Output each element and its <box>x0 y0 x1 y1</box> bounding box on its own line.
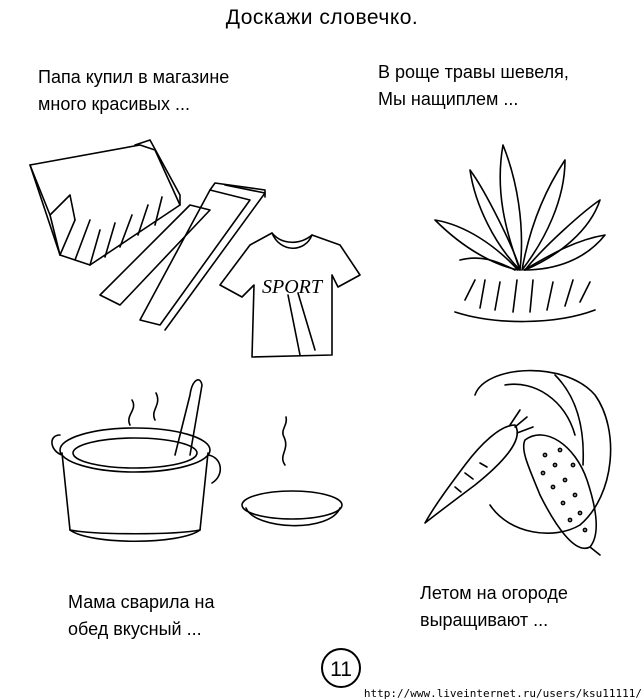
carrot-icon <box>424 409 534 524</box>
verse-line: Папа купил в магазине <box>38 67 230 87</box>
trousers-icon <box>99 182 266 331</box>
sorrel-illustration <box>434 144 606 323</box>
ladle-icon <box>174 379 203 456</box>
verse-clothes: Папа купил в магазине много красивых ... <box>38 64 229 118</box>
pot-icon <box>51 427 221 543</box>
cucumber-icon <box>522 434 601 556</box>
soup-illustration <box>51 379 343 543</box>
verse-line: обед вкусный ... <box>68 619 202 639</box>
tshirt-icon <box>219 232 361 358</box>
verse-vegetables: Летом на огороде выращивают ... <box>420 580 568 634</box>
steam-icon <box>128 392 288 466</box>
verse-line: Летом на огороде <box>420 583 568 603</box>
page-number: 11 <box>321 648 361 688</box>
verse-line: много красивых ... <box>38 94 190 114</box>
vegetables-illustration <box>424 369 612 556</box>
watermark: http://www.liveinternet.ru/users/ksu1111… <box>363 687 642 700</box>
sorrel-leaves-icon <box>434 144 606 323</box>
clothes-illustration: SPORT <box>29 139 361 358</box>
skirt-icon <box>29 139 181 266</box>
cabbage-icon <box>474 369 612 534</box>
verse-line: В роще травы шевеля, <box>378 62 569 82</box>
soup-bowl-icon <box>241 490 343 527</box>
page-title: Доскажи словечко. <box>225 6 419 29</box>
verse-line: выращивают ... <box>420 610 549 630</box>
verse-line: Мама сварила на <box>68 592 215 612</box>
verse-line: Мы нащиплем ... <box>378 89 519 109</box>
tshirt-print: SPORT <box>262 276 324 298</box>
verse-sorrel: В роще травы шевеля, Мы нащиплем ... <box>378 59 569 113</box>
verse-soup: Мама сварила на обед вкусный ... <box>68 589 215 643</box>
cucumber-dots-icon <box>540 447 588 533</box>
